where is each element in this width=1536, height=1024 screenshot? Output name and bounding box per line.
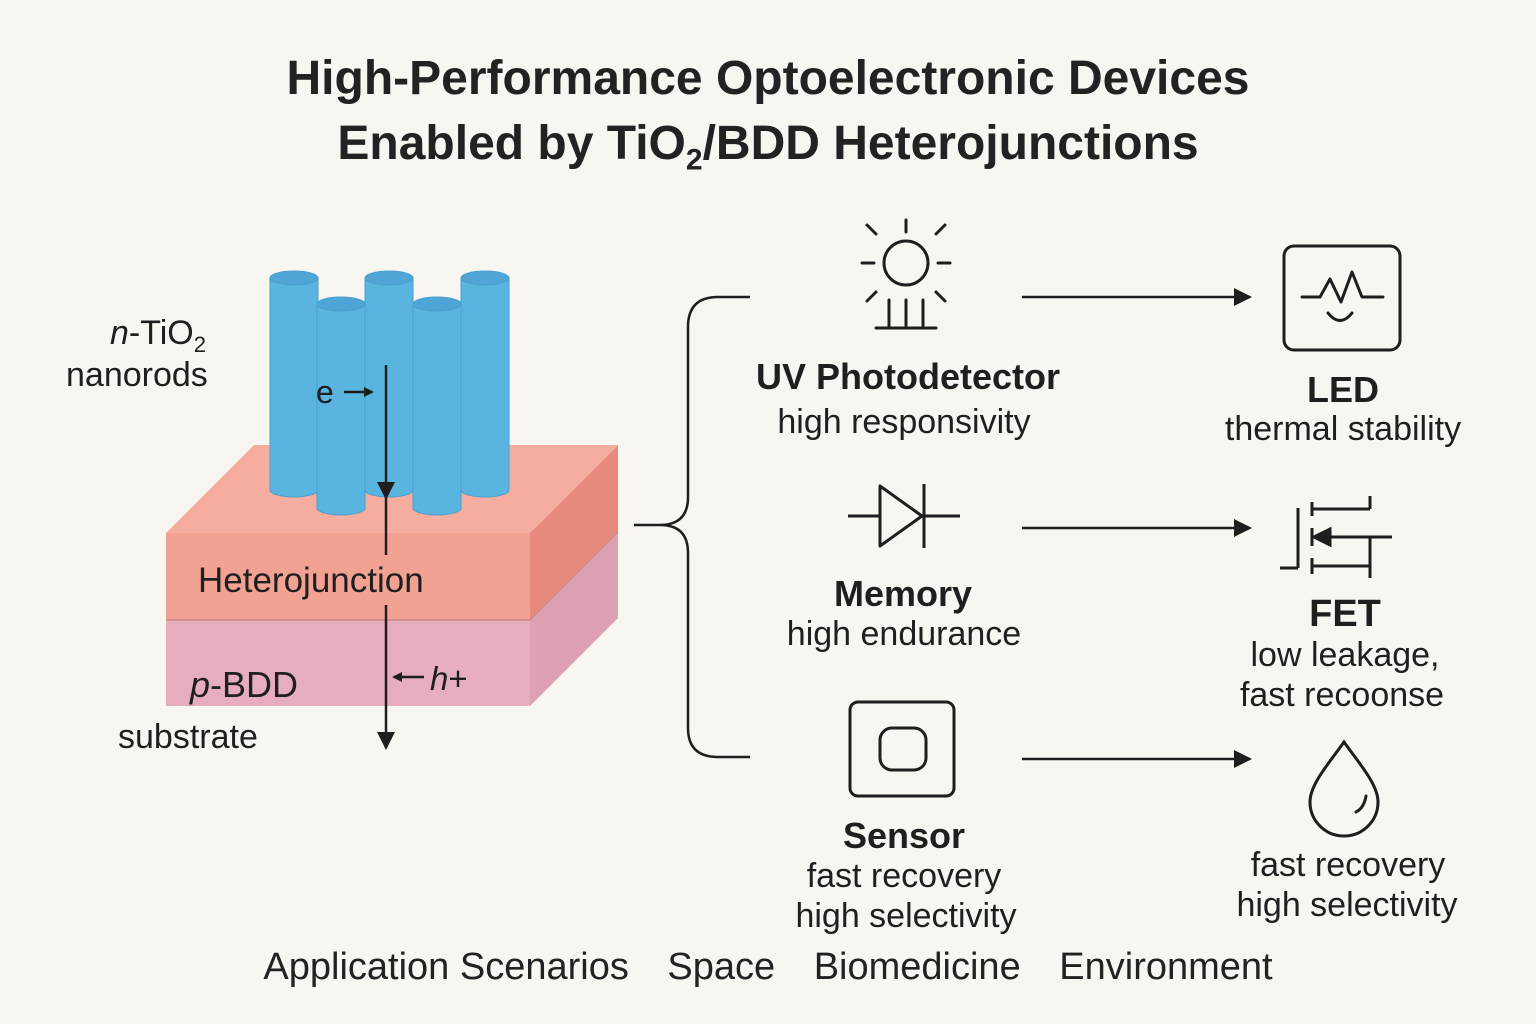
device-desc-memory: high endurance: [786, 615, 1022, 653]
page-title: High-Performance Optoelectronic Devices: [286, 52, 1250, 105]
footer-item-biomedicine: Biomedicine: [813, 946, 1021, 988]
nanorods-n-type: n: [110, 314, 129, 352]
nanorods-subscript: 2: [193, 331, 207, 357]
outcome-desc-fet-1: low leakage,: [1250, 636, 1440, 674]
footer-item-environment: Environment: [1059, 946, 1273, 988]
nanorods-label-line2: nanorods: [66, 356, 208, 394]
heterojunction-label: Heterojunction: [198, 561, 424, 600]
hole-symbol: h: [430, 660, 449, 697]
footer-item-space: Space: [667, 946, 776, 988]
title-subscript: 2: [685, 143, 703, 177]
device-name-sensor: Sensor: [842, 815, 966, 856]
substrate-layer-side: [530, 532, 618, 706]
heterojunction-layer-side: [530, 445, 618, 620]
title-text-prefix: Enabled by TiO: [337, 117, 686, 170]
outcome-desc-led: thermal stability: [1224, 410, 1462, 448]
tio2-nanorods: [269, 270, 510, 516]
bdd-material: -BDD: [210, 664, 299, 705]
bracket: [634, 295, 750, 759]
nanorod: [364, 270, 414, 498]
device-desc-photodetector: high responsivity: [777, 403, 1031, 441]
layer-boundary-side: [529, 531, 619, 621]
bdd-label: p-BDD: [190, 664, 298, 706]
nanorods-label: n-TiO2: [110, 314, 206, 358]
heterojunction-block: [166, 445, 619, 706]
outcome-name-led: LED: [1307, 369, 1379, 410]
nanorod: [412, 296, 462, 516]
diode-icon: [848, 484, 960, 548]
title-text-suffix: /BDD Heterojunctions: [702, 117, 1199, 170]
transistor-icon: [1280, 496, 1392, 578]
nanorod: [269, 270, 319, 498]
outcome-desc-droplet-2: high selectivity: [1236, 886, 1458, 924]
substrate-layer: [166, 620, 530, 706]
heterojunction-layer: [166, 533, 530, 620]
substrate-label: substrate: [118, 718, 258, 756]
outcome-name-fet: FET: [1309, 593, 1381, 635]
page-subtitle: Enabled by TiO2/BDD Heterojunctions: [0, 113, 1536, 192]
nanorods-material: -TiO: [128, 314, 194, 352]
hole-label: h+: [430, 660, 468, 698]
sun-icon: [860, 218, 952, 330]
footer-item-application-scenarios: Application Scenarios: [263, 946, 629, 988]
hole-charge: +: [448, 660, 468, 697]
monitor-waveform-icon: [1282, 244, 1402, 352]
device-desc-sensor-1: fast recovery: [806, 857, 1002, 895]
bdd-p-type: p: [190, 664, 211, 705]
outcome-desc-fet-2: fast recoonse: [1239, 676, 1445, 714]
device-name-memory: Memory: [833, 573, 973, 614]
sensor-chip-icon: [848, 700, 956, 798]
nanorod: [460, 270, 510, 498]
device-desc-sensor-2: high selectivity: [795, 897, 1017, 935]
droplet-icon: [1308, 739, 1380, 838]
electron-label: e: [316, 374, 334, 410]
application-scenarios-bar: Application Scenarios Space Biomedicine …: [0, 946, 1536, 989]
outcome-desc-droplet-1: fast recovery: [1250, 846, 1446, 884]
device-name-photodetector: UV Photodetector: [755, 356, 1061, 397]
nanorod: [316, 296, 366, 516]
